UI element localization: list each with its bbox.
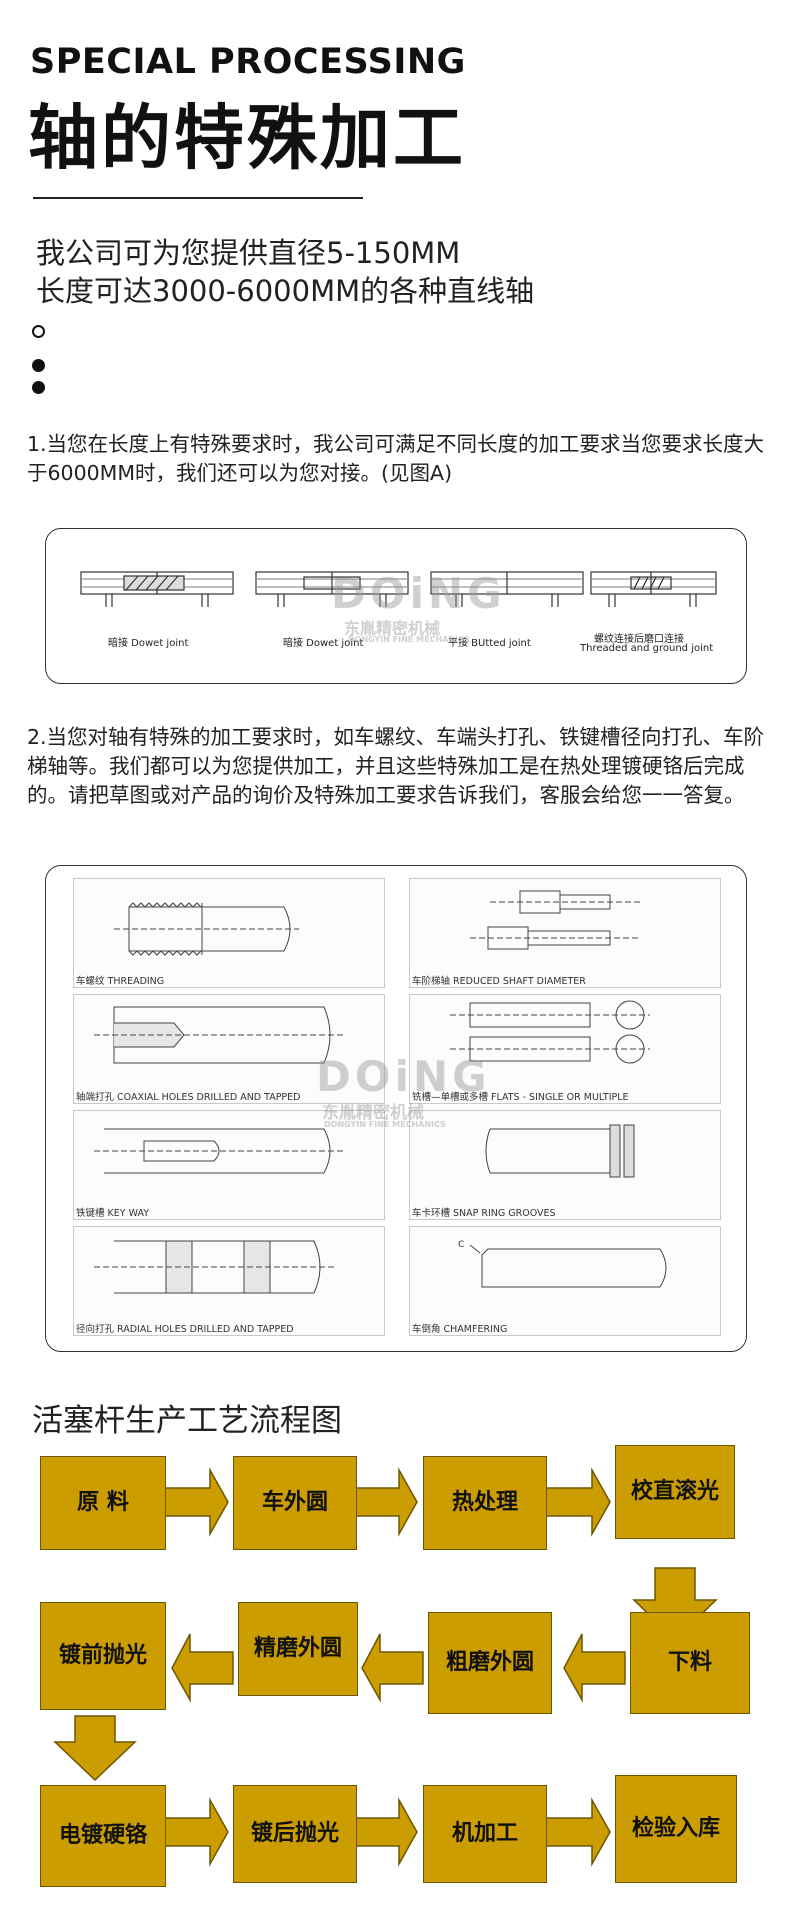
keyway-drawing [94, 1128, 344, 1174]
arrow-right-icon [544, 1797, 611, 1867]
flow-step-chrome-plating: 电镀硬铬 [40, 1785, 166, 1887]
process-label-radial-holes: 径向打孔 RADIAL HOLES DRILLED AND TAPPED [76, 1324, 294, 1335]
flats-drawing [450, 1000, 650, 1064]
coaxial-holes-drawing [94, 1006, 344, 1064]
title-chinese: 轴的特殊加工 [28, 97, 466, 179]
flow-title: 活塞杆生产工艺流程图 [32, 1403, 342, 1439]
arrow-down-icon [53, 1715, 137, 1782]
panel-chamfering: C 车倒角 CHAMFERING [409, 1226, 721, 1336]
dowel-joint-drawing-1 [80, 571, 234, 607]
panel-threading: 车螺纹 THREADING [73, 878, 385, 988]
title-english: SPECIAL PROCESSING [30, 42, 466, 82]
chamfering-drawing: C [458, 1240, 667, 1288]
title-divider [33, 197, 363, 199]
flow-step-straightening: 校直滚光 [615, 1445, 735, 1539]
process-label-coaxial-holes: 轴端打孔 COAXIAL HOLES DRILLED AND TAPPED [76, 1092, 301, 1103]
joint-label-1: 暗接 Dowet joint [108, 638, 189, 649]
arrow-left-icon [361, 1633, 424, 1703]
watermark-cn-2: 东胤精密机械 [322, 1103, 424, 1123]
watermark-cn: 东胤精密机械 [344, 619, 441, 638]
arrow-right-icon [544, 1467, 611, 1537]
bullet-solid [32, 359, 45, 372]
arrow-left-icon [171, 1633, 234, 1703]
flow-step-raw-material: 原 料 [40, 1456, 166, 1550]
flow-step-fine-grinding: 精磨外圆 [238, 1602, 358, 1696]
watermark-logo: DOiNG [331, 569, 506, 618]
bullet-hollow [32, 325, 45, 338]
process-label-flats: 铣槽—单槽或多槽 FLATS - SINGLE OR MULTIPLE [412, 1092, 629, 1103]
section1-text: 1.当您在长度上有特殊要求时，我公司可满足不同长度的加工要求当您要求长度大于60… [27, 432, 765, 485]
watermark-en: DONGYIN FINE MECHANICS [348, 635, 470, 644]
panel-flats: 铣槽—单槽或多槽 FLATS - SINGLE OR MULTIPLE [409, 994, 721, 1104]
flow-step-cutting: 下料 [630, 1612, 750, 1714]
joint-diagram-box: 暗接 Dowet joint 暗接 Dowet joint 平接 BUtted … [45, 528, 747, 684]
watermark-logo-2: DOiNG [316, 1052, 491, 1101]
dowel-joint-drawing-2 [255, 571, 409, 607]
process-label-chamfering: 车倒角 CHAMFERING [412, 1324, 508, 1335]
joint-diagram [80, 571, 717, 607]
threading-drawing [114, 902, 299, 956]
arrow-right-icon [163, 1467, 229, 1537]
butted-joint-drawing [430, 571, 584, 607]
flow-step-turning: 车外圆 [233, 1456, 357, 1550]
flow-step-heat-treatment: 热处理 [423, 1456, 547, 1550]
arrow-right-icon [354, 1797, 418, 1867]
arrow-right-icon [163, 1797, 229, 1867]
chamfer-mark: C [458, 1240, 464, 1250]
process-label-snap-ring: 车卡环槽 SNAP RING GROOVES [412, 1208, 556, 1219]
arrow-left-icon [563, 1633, 626, 1703]
arrow-right-icon [354, 1467, 418, 1537]
process-label-keyway: 铁键槽 KEY WAY [76, 1208, 150, 1219]
intro-line-2: 长度可达3000-6000MM的各种直线轴 [36, 274, 535, 308]
panel-reduced-shaft: 车阶梯轴 REDUCED SHAFT DIAMETER [409, 878, 721, 988]
panel-keyway: 铁键槽 KEY WAY [73, 1110, 385, 1220]
flow-step-inspection: 检验入库 [615, 1775, 737, 1883]
joint-label-4: 螺纹连接后磨口连接 [594, 634, 684, 645]
panel-radial-holes: 径向打孔 RADIAL HOLES DRILLED AND TAPPED [73, 1226, 385, 1336]
joint-label-2: 暗接 Dowet joint [283, 638, 364, 649]
panel-coaxial-holes: 轴端打孔 COAXIAL HOLES DRILLED AND TAPPED [73, 994, 385, 1104]
watermark-en-2: DONGYIN FINE MECHANICS [324, 1120, 446, 1129]
threaded-joint-drawing [590, 571, 717, 607]
intro-line-1: 我公司可为您提供直径5-150MM [36, 236, 461, 270]
radial-holes-drawing [94, 1240, 334, 1294]
joint-label-4-en: Threaded and ground joint [580, 643, 714, 654]
reduced-shaft-drawing [470, 890, 640, 950]
snap-ring-drawing [485, 1124, 635, 1178]
flow-step-pre-polishing: 镀前抛光 [40, 1602, 166, 1710]
flow-step-machining: 机加工 [423, 1785, 547, 1883]
bullet-solid [32, 381, 45, 394]
panel-snap-ring: 车卡环槽 SNAP RING GROOVES [409, 1110, 721, 1220]
process-label-threading: 车螺纹 THREADING [76, 976, 165, 987]
flow-step-rough-grinding: 粗磨外圆 [428, 1612, 552, 1714]
process-diagram-box: 车螺纹 THREADING 车阶梯轴 REDUCED SHAFT DIAMETE… [45, 865, 747, 1352]
flow-step-post-polishing: 镀后抛光 [233, 1785, 357, 1883]
joint-label-3: 平接 BUtted joint [448, 638, 531, 649]
process-label-reduced-shaft: 车阶梯轴 REDUCED SHAFT DIAMETER [412, 976, 586, 987]
section2-text: 2.当您对轴有特殊的加工要求时，如车螺纹、车端头打孔、铁键槽径向打孔、车阶梯轴等… [27, 725, 765, 807]
